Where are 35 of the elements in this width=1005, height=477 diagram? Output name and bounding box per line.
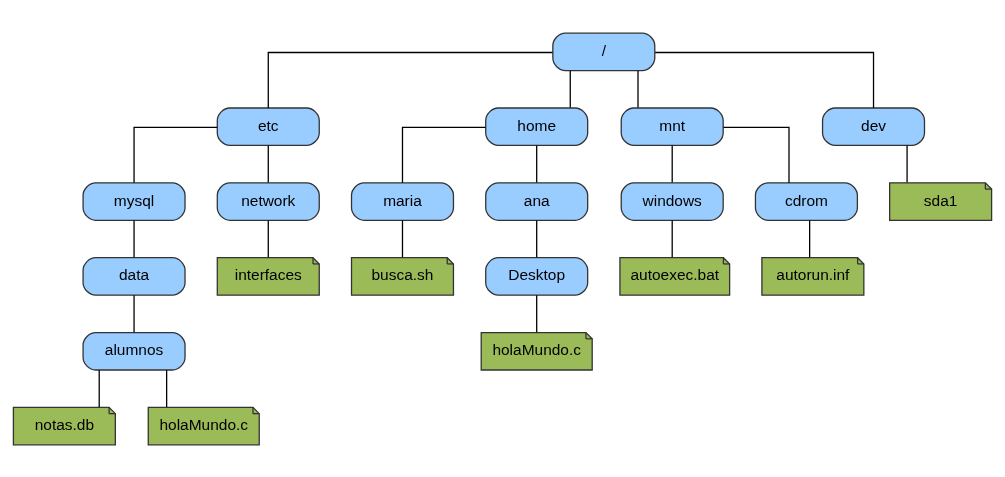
- node-box: home: [485, 106, 589, 146]
- node-box: mnt: [620, 106, 724, 146]
- connector: [133, 219, 135, 258]
- connector: [267, 144, 269, 183]
- node-box: cdrom: [754, 181, 859, 221]
- node-box: dev: [821, 106, 926, 146]
- node-box: etc: [216, 106, 320, 146]
- connector: [133, 126, 218, 183]
- connector: [671, 144, 673, 183]
- connector: [267, 51, 554, 109]
- connector: [722, 126, 790, 183]
- connector: [267, 219, 269, 258]
- node-box: maria: [350, 181, 455, 221]
- node-box: network: [216, 181, 320, 221]
- node-box: alumnos: [82, 331, 186, 371]
- node-box: Desktop: [485, 256, 589, 296]
- connector: [536, 144, 538, 183]
- connector: [536, 294, 538, 333]
- node-box: ana: [485, 181, 589, 221]
- connector: [98, 369, 100, 408]
- node-box: /: [552, 32, 656, 71]
- connector: [133, 294, 135, 333]
- connector: [569, 69, 571, 108]
- node-box: windows: [620, 181, 724, 221]
- connector: [671, 219, 673, 258]
- connector: [166, 369, 168, 408]
- connector: [654, 51, 875, 109]
- connector: [401, 219, 404, 258]
- connector: [906, 144, 908, 183]
- connector: [536, 219, 538, 258]
- connector: [401, 126, 487, 183]
- node-box: data: [82, 256, 186, 296]
- connector: [637, 69, 639, 108]
- node-box: mysql: [82, 181, 186, 221]
- connector: [809, 219, 811, 258]
